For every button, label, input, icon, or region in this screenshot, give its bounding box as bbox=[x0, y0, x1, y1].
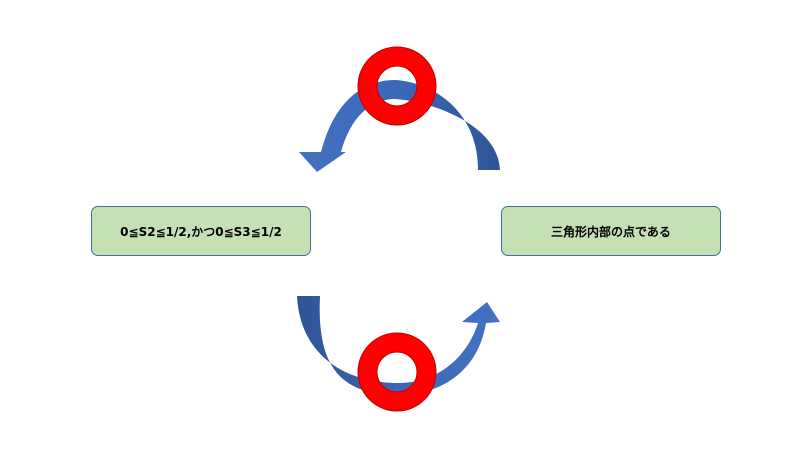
curved-arrow-up-right-icon bbox=[297, 296, 500, 395]
condition-box-left-label: 0≦S2≦1/2,かつ0≦S3≦1/2 bbox=[120, 224, 282, 239]
condition-box-right: 三角形内部の点である bbox=[501, 206, 721, 256]
condition-box-left: 0≦S2≦1/2,かつ0≦S3≦1/2 bbox=[91, 206, 311, 256]
curved-arrow-left-icon bbox=[299, 80, 500, 172]
maru-circle-icon bbox=[357, 332, 437, 412]
condition-box-right-label: 三角形内部の点である bbox=[551, 224, 671, 239]
maru-circle-icon bbox=[357, 46, 437, 126]
